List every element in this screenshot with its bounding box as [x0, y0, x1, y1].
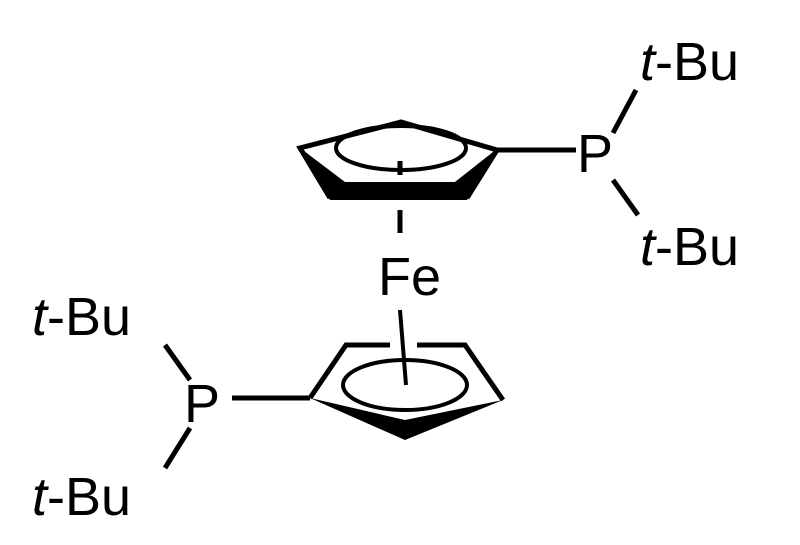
- tbu-label-bottom-left-1: t-Bu: [32, 287, 131, 347]
- fe-bottom-bond: [398, 309, 408, 386]
- p-tbu-bond-4: [162, 426, 193, 470]
- tbu-label-bottom-left-2: t-Bu: [32, 467, 131, 527]
- phosphorus-top-label: P: [577, 124, 613, 184]
- bottom-cyclopentadienyl-ring: [307, 342, 506, 440]
- iron-label: Fe: [378, 247, 441, 307]
- p-tbu-bond-3: [162, 343, 193, 382]
- top-cyclopentadienyl-ring: [296, 119, 501, 200]
- p-tbu-bond-2: [610, 178, 641, 217]
- phosphorus-bottom-label: P: [184, 374, 220, 434]
- p-tbu-bond-1: [610, 88, 639, 135]
- tbu-label-top-right-1: t-Bu: [640, 32, 739, 92]
- tbu-label-top-right-2: t-Bu: [640, 217, 739, 277]
